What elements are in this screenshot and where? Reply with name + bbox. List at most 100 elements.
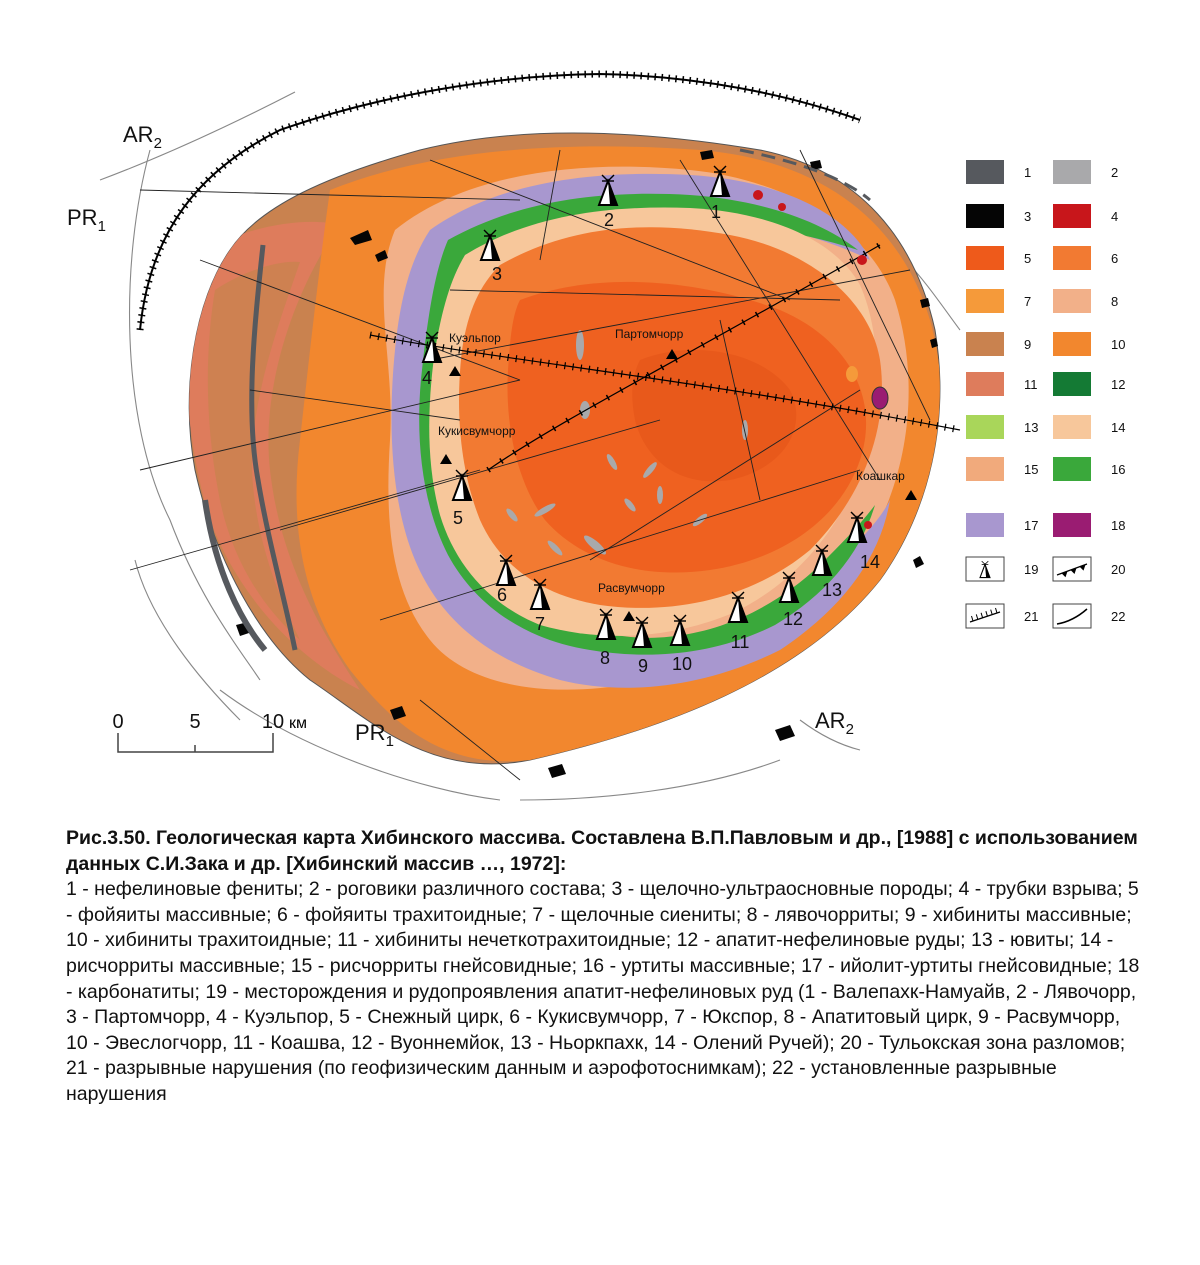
legend-number: 3 bbox=[1024, 209, 1031, 224]
legend-item: 8 bbox=[1053, 289, 1118, 313]
legend-number: 13 bbox=[1024, 420, 1038, 435]
legend-number: 1 bbox=[1024, 165, 1031, 180]
legend-swatch bbox=[1053, 332, 1091, 356]
place-rasvumchorr: Расвумчорр bbox=[598, 581, 665, 595]
legend-swatch bbox=[1053, 513, 1091, 537]
legend-swatch bbox=[966, 457, 1004, 481]
legend-swatch bbox=[966, 246, 1004, 270]
legend-swatch bbox=[1053, 204, 1091, 228]
deposit-number: 8 bbox=[600, 648, 610, 668]
legend-number: 7 bbox=[1024, 294, 1031, 309]
carbonatite bbox=[871, 386, 889, 410]
explosion-pipes bbox=[753, 190, 872, 529]
legend-item: 2 bbox=[1053, 160, 1118, 184]
legend-item: 10 bbox=[1053, 332, 1125, 356]
legend-item: 5 bbox=[966, 246, 1031, 270]
legend-swatch bbox=[1053, 160, 1091, 184]
caption-body: 1 - нефелиновые фениты; 2 - роговики раз… bbox=[66, 878, 1140, 1105]
legend-item: 6 bbox=[1053, 246, 1118, 270]
scale-unit: км bbox=[289, 715, 307, 732]
legend-swatch bbox=[1053, 457, 1091, 481]
legend-item: 7 bbox=[966, 289, 1031, 313]
deposit-numbers: 1 2 3 4 5 6 7 8 9 10 11 12 13 14 bbox=[422, 202, 880, 676]
fault-lines bbox=[129, 149, 931, 781]
legend-item: 22 bbox=[1052, 603, 1125, 629]
deposit-number: 6 bbox=[497, 585, 507, 605]
legend-swatch bbox=[966, 332, 1004, 356]
legend-number: 11 bbox=[1024, 377, 1038, 392]
scale-tick: 0 bbox=[112, 711, 123, 733]
legend-number: 12 bbox=[1111, 377, 1125, 392]
deposit-number: 2 bbox=[604, 210, 614, 230]
tulok-fault-zone bbox=[486, 242, 882, 473]
legend-item: 1 bbox=[966, 160, 1031, 184]
deposit-number: 13 bbox=[822, 580, 842, 600]
legend-number: 2 bbox=[1111, 165, 1118, 180]
place-names: Куэльпор Партомчорр Кукисвумчорр Коашкар… bbox=[438, 327, 905, 595]
label-ar2-bottom: AR2 bbox=[815, 708, 854, 738]
deposit-number: 7 bbox=[535, 614, 545, 634]
legend-number: 16 bbox=[1111, 462, 1125, 477]
deposit-number: 5 bbox=[453, 508, 463, 528]
legend-swatch bbox=[1053, 246, 1091, 270]
legend-item: 3 bbox=[966, 204, 1031, 228]
place-partomchorr: Партомчорр bbox=[615, 327, 684, 341]
place-kuelpor: Куэльпор bbox=[449, 331, 501, 345]
rim-fragments bbox=[236, 150, 938, 778]
legend-number: 21 bbox=[1024, 609, 1038, 624]
legend-number: 6 bbox=[1111, 251, 1118, 266]
legend-swatch bbox=[966, 372, 1004, 396]
legend-swatch bbox=[966, 289, 1004, 313]
legend-number: 10 bbox=[1111, 337, 1125, 352]
legend-swatch bbox=[965, 603, 1005, 629]
region-labels: AR2 PR1 PR1 AR2 bbox=[67, 122, 854, 750]
legend-swatch bbox=[1053, 372, 1091, 396]
legend-swatch bbox=[1053, 415, 1091, 439]
legend-number: 14 bbox=[1111, 420, 1125, 435]
legend-item: 15 bbox=[966, 457, 1038, 481]
legend-swatch bbox=[966, 513, 1004, 537]
legend-item: 18 bbox=[1053, 513, 1125, 537]
geological-map: Куэльпор Партомчорр Кукисвумчорр Коашкар… bbox=[67, 70, 1125, 801]
legend-number: 5 bbox=[1024, 251, 1031, 266]
legend-number: 9 bbox=[1024, 337, 1031, 352]
scale-tick: 5 bbox=[189, 711, 200, 733]
legend-number: 18 bbox=[1111, 518, 1125, 533]
deposit-number: 11 bbox=[731, 632, 750, 652]
deposit-number: 10 bbox=[672, 654, 692, 674]
caption-title: Рис.3.50. Геологическая карта Хибинского… bbox=[66, 827, 1138, 875]
legend-number: 15 bbox=[1024, 462, 1038, 477]
legend-item: 16 bbox=[1053, 457, 1125, 481]
deposit-number: 1 bbox=[711, 202, 721, 222]
legend-item: 9 bbox=[966, 332, 1031, 356]
legend-item: 11 bbox=[966, 372, 1038, 396]
legend-item: 19 bbox=[965, 556, 1038, 582]
scale-bar: 0 5 10 км bbox=[112, 711, 307, 753]
legend-item: 4 bbox=[1053, 204, 1118, 228]
deposit-number: 14 bbox=[860, 552, 880, 572]
scale-tick: 10 bbox=[262, 711, 284, 733]
deposit-number: 9 bbox=[638, 656, 648, 676]
legend-number: 19 bbox=[1024, 562, 1038, 577]
label-pr1-bottom: PR1 bbox=[355, 720, 394, 750]
legend-swatch bbox=[1053, 289, 1091, 313]
legend-swatch bbox=[966, 204, 1004, 228]
legend-number: 22 bbox=[1111, 609, 1125, 624]
legend-swatch bbox=[966, 160, 1004, 184]
legend-number: 20 bbox=[1111, 562, 1125, 577]
legend-number: 17 bbox=[1024, 518, 1038, 533]
deposit-number: 3 bbox=[492, 264, 502, 284]
legend-item: 17 bbox=[966, 513, 1038, 537]
legend-item: 14 bbox=[1053, 415, 1125, 439]
legend-swatch bbox=[966, 415, 1004, 439]
figure-caption: Рис.3.50. Геологическая карта Хибинского… bbox=[66, 826, 1146, 1108]
label-ar2-top: AR2 bbox=[123, 122, 162, 152]
legend-swatch bbox=[1052, 556, 1092, 582]
legend-number: 4 bbox=[1111, 209, 1118, 224]
peak-markers bbox=[440, 349, 917, 621]
legend-item: 21 bbox=[965, 603, 1038, 629]
place-kukisvumchorr: Кукисвумчорр bbox=[438, 424, 516, 438]
label-pr1-left: PR1 bbox=[67, 205, 106, 235]
deposit-number: 12 bbox=[783, 609, 803, 629]
